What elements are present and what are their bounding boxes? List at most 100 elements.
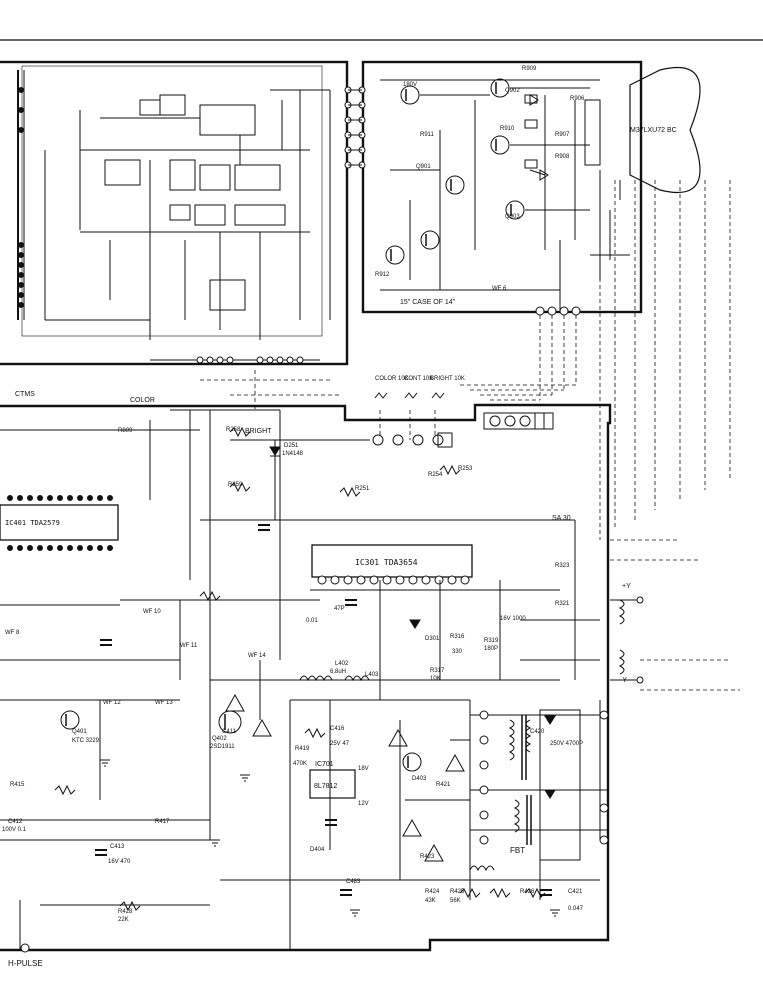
l403-label: L403	[365, 672, 379, 678]
r425-value: 56K	[450, 898, 461, 904]
capacitor-symbols	[95, 524, 552, 896]
crt-model-label: M37LXU72 BC	[630, 127, 677, 134]
c421-label: C421	[568, 889, 583, 895]
r316-label: R316	[450, 634, 465, 640]
r321-label: R321	[555, 601, 570, 607]
r910-label: R910	[500, 126, 515, 132]
q903-label: Q903	[505, 214, 520, 220]
cap-b2-label: 47P	[334, 606, 345, 612]
r415-label: R415	[10, 782, 25, 788]
resistor-symbols	[54, 426, 546, 912]
r323-label: R323	[555, 563, 570, 569]
r424-label: R424	[425, 889, 440, 895]
crt-board-wiring	[380, 79, 630, 310]
c411-label: C411	[222, 729, 237, 735]
crt-board-connector	[348, 86, 366, 169]
r254-label: R254	[428, 472, 443, 478]
ic-tda3654-label: IC301 TDA3654	[355, 558, 418, 567]
r428-value: 22K	[118, 917, 129, 923]
cont-ctrl-label: CONT 10K	[404, 376, 433, 382]
r426-label: R426	[520, 889, 535, 895]
ic-tda3654-pins	[317, 575, 470, 585]
v18-label: 18V	[358, 766, 369, 772]
wf13-label: WF 13	[155, 700, 173, 706]
control-board-connector	[17, 70, 25, 320]
ic-tda2579-label: IC401 TDA2579	[5, 519, 60, 527]
d251-label: D251	[284, 443, 299, 449]
q402-part: 2SD1911	[210, 744, 235, 750]
right-junctions	[20, 710, 609, 953]
ground-symbols	[100, 759, 560, 917]
r319-label: R319	[484, 638, 499, 644]
q902-label: Q902	[505, 88, 520, 94]
r425-label: R425	[450, 889, 465, 895]
yoke-connection	[610, 596, 644, 684]
ic-tda2579-body	[0, 504, 119, 541]
r912-label: R912	[375, 272, 390, 278]
c412-value: 100V 0.1	[2, 827, 27, 833]
r417-label: R417	[155, 819, 170, 825]
wf6-label: WF 6	[492, 286, 507, 292]
c306-value: 16V 1000	[500, 616, 526, 622]
main-board-wiring	[0, 409, 608, 950]
dashed-cable-runs	[200, 180, 740, 691]
plus-y-label: +Y	[622, 583, 631, 590]
r316-value: 330	[452, 649, 463, 655]
c483-label: C483	[346, 879, 361, 885]
q901-label: Q901	[416, 164, 431, 170]
l402-label: L402	[335, 661, 349, 667]
ic701-label: IC701	[315, 761, 334, 768]
control-board-ics	[44, 89, 331, 340]
r909-label: R909	[522, 66, 537, 72]
ic-tda3654-body	[311, 544, 473, 578]
r809-label: R809	[118, 428, 133, 434]
ic701-body	[309, 769, 356, 799]
sa-label: SA 30	[552, 515, 571, 522]
crt-tube-shape	[629, 66, 701, 194]
wf8-label: WF 8	[5, 630, 20, 636]
r251-label: R251	[355, 486, 370, 492]
v180-label: 180V	[403, 82, 417, 88]
c420-label: C420	[530, 729, 545, 735]
r419-value: 470K	[293, 761, 307, 767]
main-board-outline	[0, 403, 612, 952]
r911-label: R911	[420, 132, 435, 138]
r253-label: R253	[458, 466, 473, 472]
c413-label: C413	[110, 844, 125, 850]
c413-value: 16V 470	[108, 859, 131, 865]
c416-value: 25V 47	[330, 741, 350, 747]
wf14-label: WF 14	[248, 653, 266, 659]
q402-label: Q402	[212, 736, 227, 742]
crt-board-outline	[361, 60, 643, 314]
fbt-label: FBT	[510, 846, 525, 855]
crt-case-caption: 15" CASE OF 14"	[400, 299, 456, 306]
r258-label: R258	[226, 427, 241, 433]
control-board-outline	[0, 60, 349, 366]
d301-label: D301	[425, 636, 440, 642]
r317-value: 10K	[430, 676, 441, 682]
cap-b1-label: 0.01	[306, 618, 318, 624]
bright-ctrl-label: BRIGHT 10K	[430, 376, 465, 382]
h-pulse-label: H-PULSE	[8, 959, 43, 968]
v12-label: 12V	[358, 801, 369, 807]
r428-label: R428	[118, 909, 133, 915]
d404-label: D404	[310, 847, 325, 853]
control-board-pin-row	[150, 356, 320, 364]
minus-y-label: -Y	[620, 677, 627, 684]
color-ctrl-label: COLOR 10K	[375, 376, 409, 382]
inductor-symbols	[299, 599, 625, 872]
r319-value: 180P	[484, 646, 498, 652]
pot-connectors	[372, 392, 554, 448]
wf11-label: WF 11	[180, 643, 198, 649]
warning-triangles	[225, 693, 465, 862]
r419-label: R419	[295, 746, 310, 752]
wf10-label: WF 10	[143, 609, 161, 615]
ctms-label: CTMS	[15, 391, 35, 398]
color-knob-label: COLOR	[130, 397, 155, 404]
ic701-part: 8L7812	[314, 783, 337, 790]
c416-label: C416	[330, 726, 345, 732]
crt-board-transistors	[385, 78, 525, 265]
r908-label: R908	[555, 154, 570, 160]
main-board-transistors	[60, 710, 422, 772]
